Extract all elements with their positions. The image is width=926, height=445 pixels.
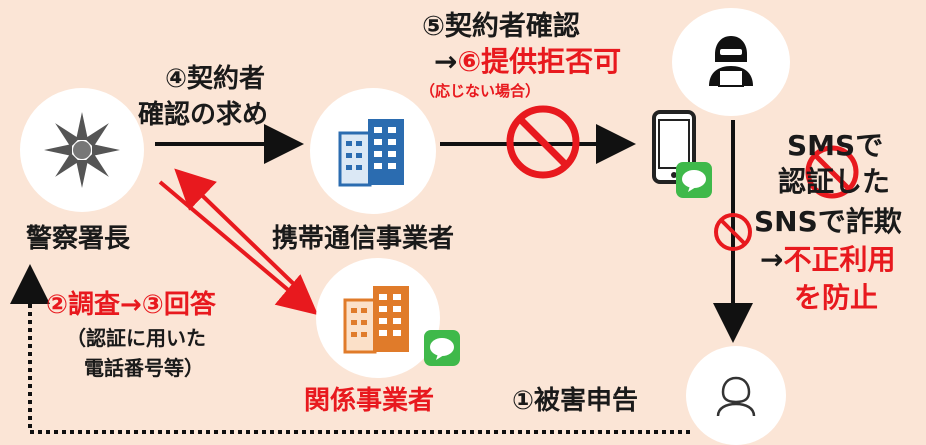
step5-note: （応じない場合） — [420, 82, 541, 100]
sms-line3: SNSで詐欺 — [754, 205, 902, 238]
step4-label-line2: 確認の求め — [138, 100, 269, 130]
step2-title: ②調査→③回答 — [46, 290, 216, 320]
fraudster-node — [672, 8, 790, 116]
sms-line4-arrow: → — [760, 243, 784, 276]
sms-line4: →不正利用 — [760, 238, 895, 278]
police-emblem-icon — [44, 112, 120, 188]
arrow-answer — [174, 168, 304, 294]
sms-line5: を防止 — [794, 281, 879, 314]
smartphone-icon — [652, 110, 696, 184]
hacker-icon — [709, 36, 753, 87]
prohibit-icon-small — [714, 213, 752, 251]
sms-line4-red: 不正利用 — [783, 243, 896, 276]
step5-title: ⑤契約者確認 — [422, 11, 580, 42]
related-label: 関係事業者 — [304, 386, 435, 416]
prohibit-icon-sms — [805, 145, 859, 199]
related-node — [316, 258, 440, 378]
step5-refusal: →⑥提供拒否可 — [434, 40, 621, 80]
sms-line1: SMSで — [787, 129, 884, 162]
victim-node — [686, 346, 786, 445]
step2-note1: （認証に用いた — [66, 326, 206, 350]
building-orange-icon — [343, 286, 409, 354]
carrier-label: 携帯通信事業者 — [272, 224, 455, 254]
police-label: 警察署長 — [26, 224, 131, 254]
carrier-node — [310, 88, 436, 214]
police-node — [20, 88, 144, 212]
step5-refusal-text: ⑥提供拒否可 — [457, 45, 622, 78]
step2-note2: 電話番号等） — [84, 356, 204, 380]
chat-app-icon — [676, 162, 712, 198]
person-icon — [716, 376, 756, 416]
step5-arrow: → — [434, 45, 458, 78]
dotted-report-line — [9, 264, 690, 434]
sms-line2: 認証した — [778, 165, 891, 198]
step1-label: ①被害申告 — [512, 386, 639, 416]
building-blue-icon — [338, 119, 404, 187]
chat-app-icon-related — [424, 330, 460, 366]
prohibit-icon-large — [506, 105, 580, 179]
step4-label-line1: ④契約者 — [165, 64, 266, 94]
